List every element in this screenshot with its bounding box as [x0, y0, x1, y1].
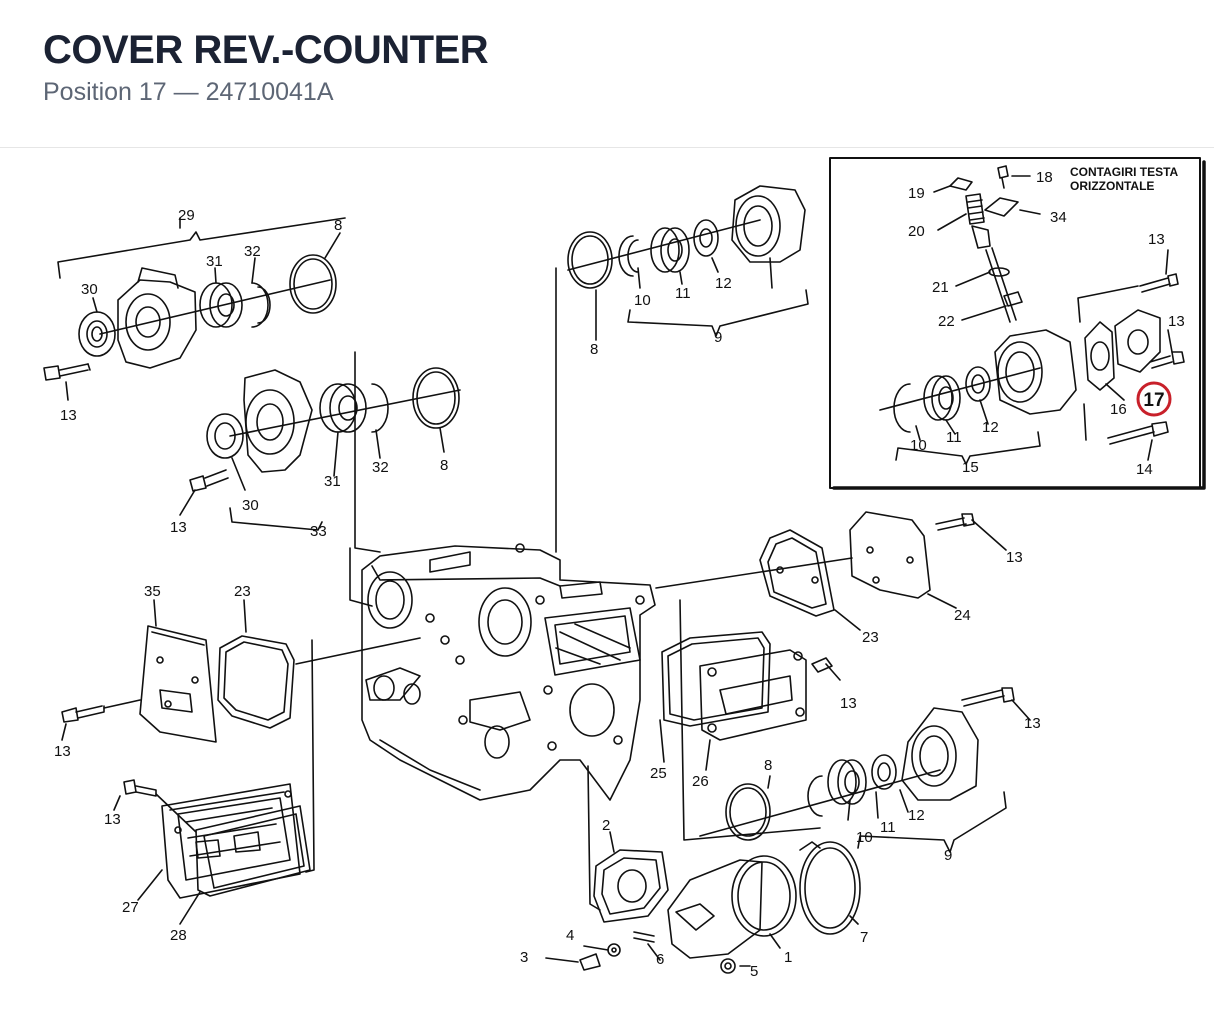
- label-13: 13: [840, 695, 857, 712]
- part-group-9-bottom: [699, 687, 1031, 853]
- label-30: 30: [81, 281, 98, 298]
- label-13: 13: [60, 407, 77, 424]
- label-33: 33: [310, 523, 327, 540]
- label-8: 8: [764, 757, 772, 774]
- label-3: 3: [520, 949, 528, 966]
- label-27: 27: [122, 899, 139, 916]
- label-35: 35: [144, 583, 161, 600]
- label-13: 13: [1024, 715, 1041, 732]
- label-32: 32: [372, 459, 389, 476]
- label-23: 23: [862, 629, 879, 646]
- header: COVER REV.-COUNTER Position 17 — 2471004…: [0, 0, 1214, 148]
- label-29: 29: [178, 207, 195, 224]
- label-23: 23: [234, 583, 251, 600]
- part-group-25-26: [659, 599, 841, 841]
- highlight-circle: [1136, 381, 1172, 417]
- page-subtitle: Position 17 — 24710041A: [43, 78, 334, 106]
- label-13: 13: [1006, 549, 1023, 566]
- label-2: 2: [602, 817, 610, 834]
- label-16: 16: [1110, 401, 1127, 418]
- label-25: 25: [650, 765, 667, 782]
- exploded-parts-diagram: 29 8 30 31 32 13 30 31 32 8 13 33 8 10 1…: [43, 157, 1206, 980]
- inset-parts: [879, 165, 1185, 465]
- label-31: 31: [206, 253, 223, 270]
- label-1: 1: [784, 949, 792, 966]
- label-7: 7: [860, 929, 868, 946]
- label-34: 34: [1050, 209, 1067, 226]
- label-9: 9: [714, 329, 722, 346]
- label-31: 31: [324, 473, 341, 490]
- label-12: 12: [715, 275, 732, 292]
- inset-box: [829, 157, 1206, 490]
- part-group-27-28: [113, 639, 315, 925]
- label-8: 8: [440, 457, 448, 474]
- label-14: 14: [1136, 461, 1153, 478]
- part-group-bottom: [545, 765, 861, 974]
- label-17-highlighted: 17: [1143, 390, 1164, 411]
- label-8: 8: [334, 217, 342, 234]
- label-5: 5: [750, 963, 758, 980]
- label-11: 11: [675, 285, 691, 302]
- page-title: COVER REV.-COUNTER: [43, 28, 489, 72]
- label-10: 10: [910, 437, 927, 454]
- label-10: 10: [634, 292, 651, 309]
- label-19: 19: [908, 185, 925, 202]
- label-18: 18: [1036, 169, 1053, 186]
- label-10: 10: [856, 829, 873, 846]
- label-13: 13: [170, 519, 187, 536]
- label-12: 12: [908, 807, 925, 824]
- label-21: 21: [932, 279, 949, 296]
- engine-block: [361, 543, 656, 801]
- label-13: 13: [54, 743, 71, 760]
- label-22: 22: [938, 313, 955, 330]
- label-11: 11: [946, 429, 962, 446]
- label-13: 13: [1148, 231, 1165, 248]
- label-24: 24: [954, 607, 971, 624]
- label-9: 9: [944, 847, 952, 864]
- label-4: 4: [566, 927, 574, 944]
- label-30: 30: [242, 497, 259, 514]
- label-13: 13: [104, 811, 121, 828]
- label-11: 11: [880, 819, 896, 836]
- callout-labels: 29 8 30 31 32 13 30 31 32 8 13 33 8 10 1…: [54, 165, 1185, 980]
- label-28: 28: [170, 927, 187, 944]
- label-8: 8: [590, 341, 598, 358]
- label-6: 6: [656, 951, 664, 968]
- label-12: 12: [982, 419, 999, 436]
- label-32: 32: [244, 243, 261, 260]
- part-group-29: [43, 217, 346, 401]
- inset-note-line2: ORIZZONTALE: [1070, 179, 1154, 193]
- label-26: 26: [692, 773, 709, 790]
- inset-note-line1: CONTAGIRI TESTA: [1070, 165, 1179, 179]
- label-20: 20: [908, 223, 925, 240]
- label-15: 15: [962, 459, 979, 476]
- label-13: 13: [1168, 313, 1185, 330]
- part-group-35-23: [61, 599, 421, 743]
- part-group-9-top: [555, 185, 809, 553]
- part-group-33: [179, 351, 461, 607]
- part-group-23-24: [655, 511, 1007, 631]
